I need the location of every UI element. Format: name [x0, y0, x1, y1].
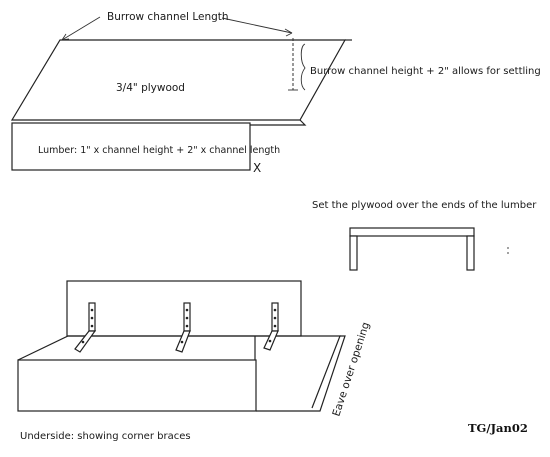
instruction-label: Set the plywood over the ends of the lum… [312, 200, 537, 211]
eave-label: Eave over opening [330, 321, 372, 418]
length-arrow-left [61, 16, 101, 41]
corner-brace-3 [263, 302, 279, 351]
table-leg-left [349, 235, 358, 271]
brace-1-hole [90, 308, 94, 312]
lumber-board: Lumber: 1" x channel height + 2" x chann… [11, 122, 280, 175]
brace-1-hole [90, 324, 94, 328]
credit-label: TG/Jan02 [468, 421, 528, 435]
brace-1-foot [74, 330, 97, 353]
table-top [349, 227, 475, 237]
brace-2-hole [180, 340, 184, 344]
x-mark: X [253, 161, 261, 175]
table-shape [349, 227, 475, 271]
brace-3-hole [268, 339, 272, 343]
length-arrowhead-right [284, 28, 293, 37]
brace-3-hole [273, 308, 277, 312]
corner-brace-2 [175, 302, 191, 353]
lumber-outline [11, 122, 251, 171]
plywood-front-edge [248, 119, 307, 126]
length-arrowhead-left [61, 33, 70, 41]
brace-2-hole [185, 308, 189, 312]
floor-right-edge [312, 335, 346, 412]
brace-2-hole [185, 324, 189, 328]
top-figure: Burrow channel Length 3/4" plywood Burro… [10, 11, 541, 175]
length-label: Burrow channel Length [107, 11, 229, 23]
brace-3-hole [273, 316, 277, 320]
front-board [17, 359, 257, 412]
table-leg-right [466, 235, 475, 271]
plywood-label: 3/4" plywood [116, 82, 185, 94]
underside-caption: Underside: showing corner braces [20, 431, 191, 442]
lumber-ellipsis: .. [236, 146, 241, 155]
length-dimension: Burrow channel Length [61, 11, 293, 41]
plywood-outline [10, 39, 347, 121]
bottom-figure: Eave over opening Underside: showing cor… [17, 280, 372, 442]
brace-3-hole [273, 324, 277, 328]
height-brace [300, 43, 306, 91]
height-dimension: Burrow channel height + 2" allows for se… [288, 38, 541, 91]
corner-brace-1 [74, 302, 97, 353]
length-arrow-right [221, 17, 293, 34]
floor-plane [17, 335, 341, 409]
middle-figure: Set the plywood over the ends of the lum… [312, 200, 537, 271]
brace-1-hole [81, 340, 85, 344]
height-label: Burrow channel height + 2" allows for se… [310, 66, 541, 77]
lumber-label: Lumber: 1" x channel height + 2" x chann… [38, 145, 280, 156]
plywood-sheet: 3/4" plywood [10, 39, 352, 126]
brace-1-hole [90, 316, 94, 320]
brace-2-hole [185, 316, 189, 320]
